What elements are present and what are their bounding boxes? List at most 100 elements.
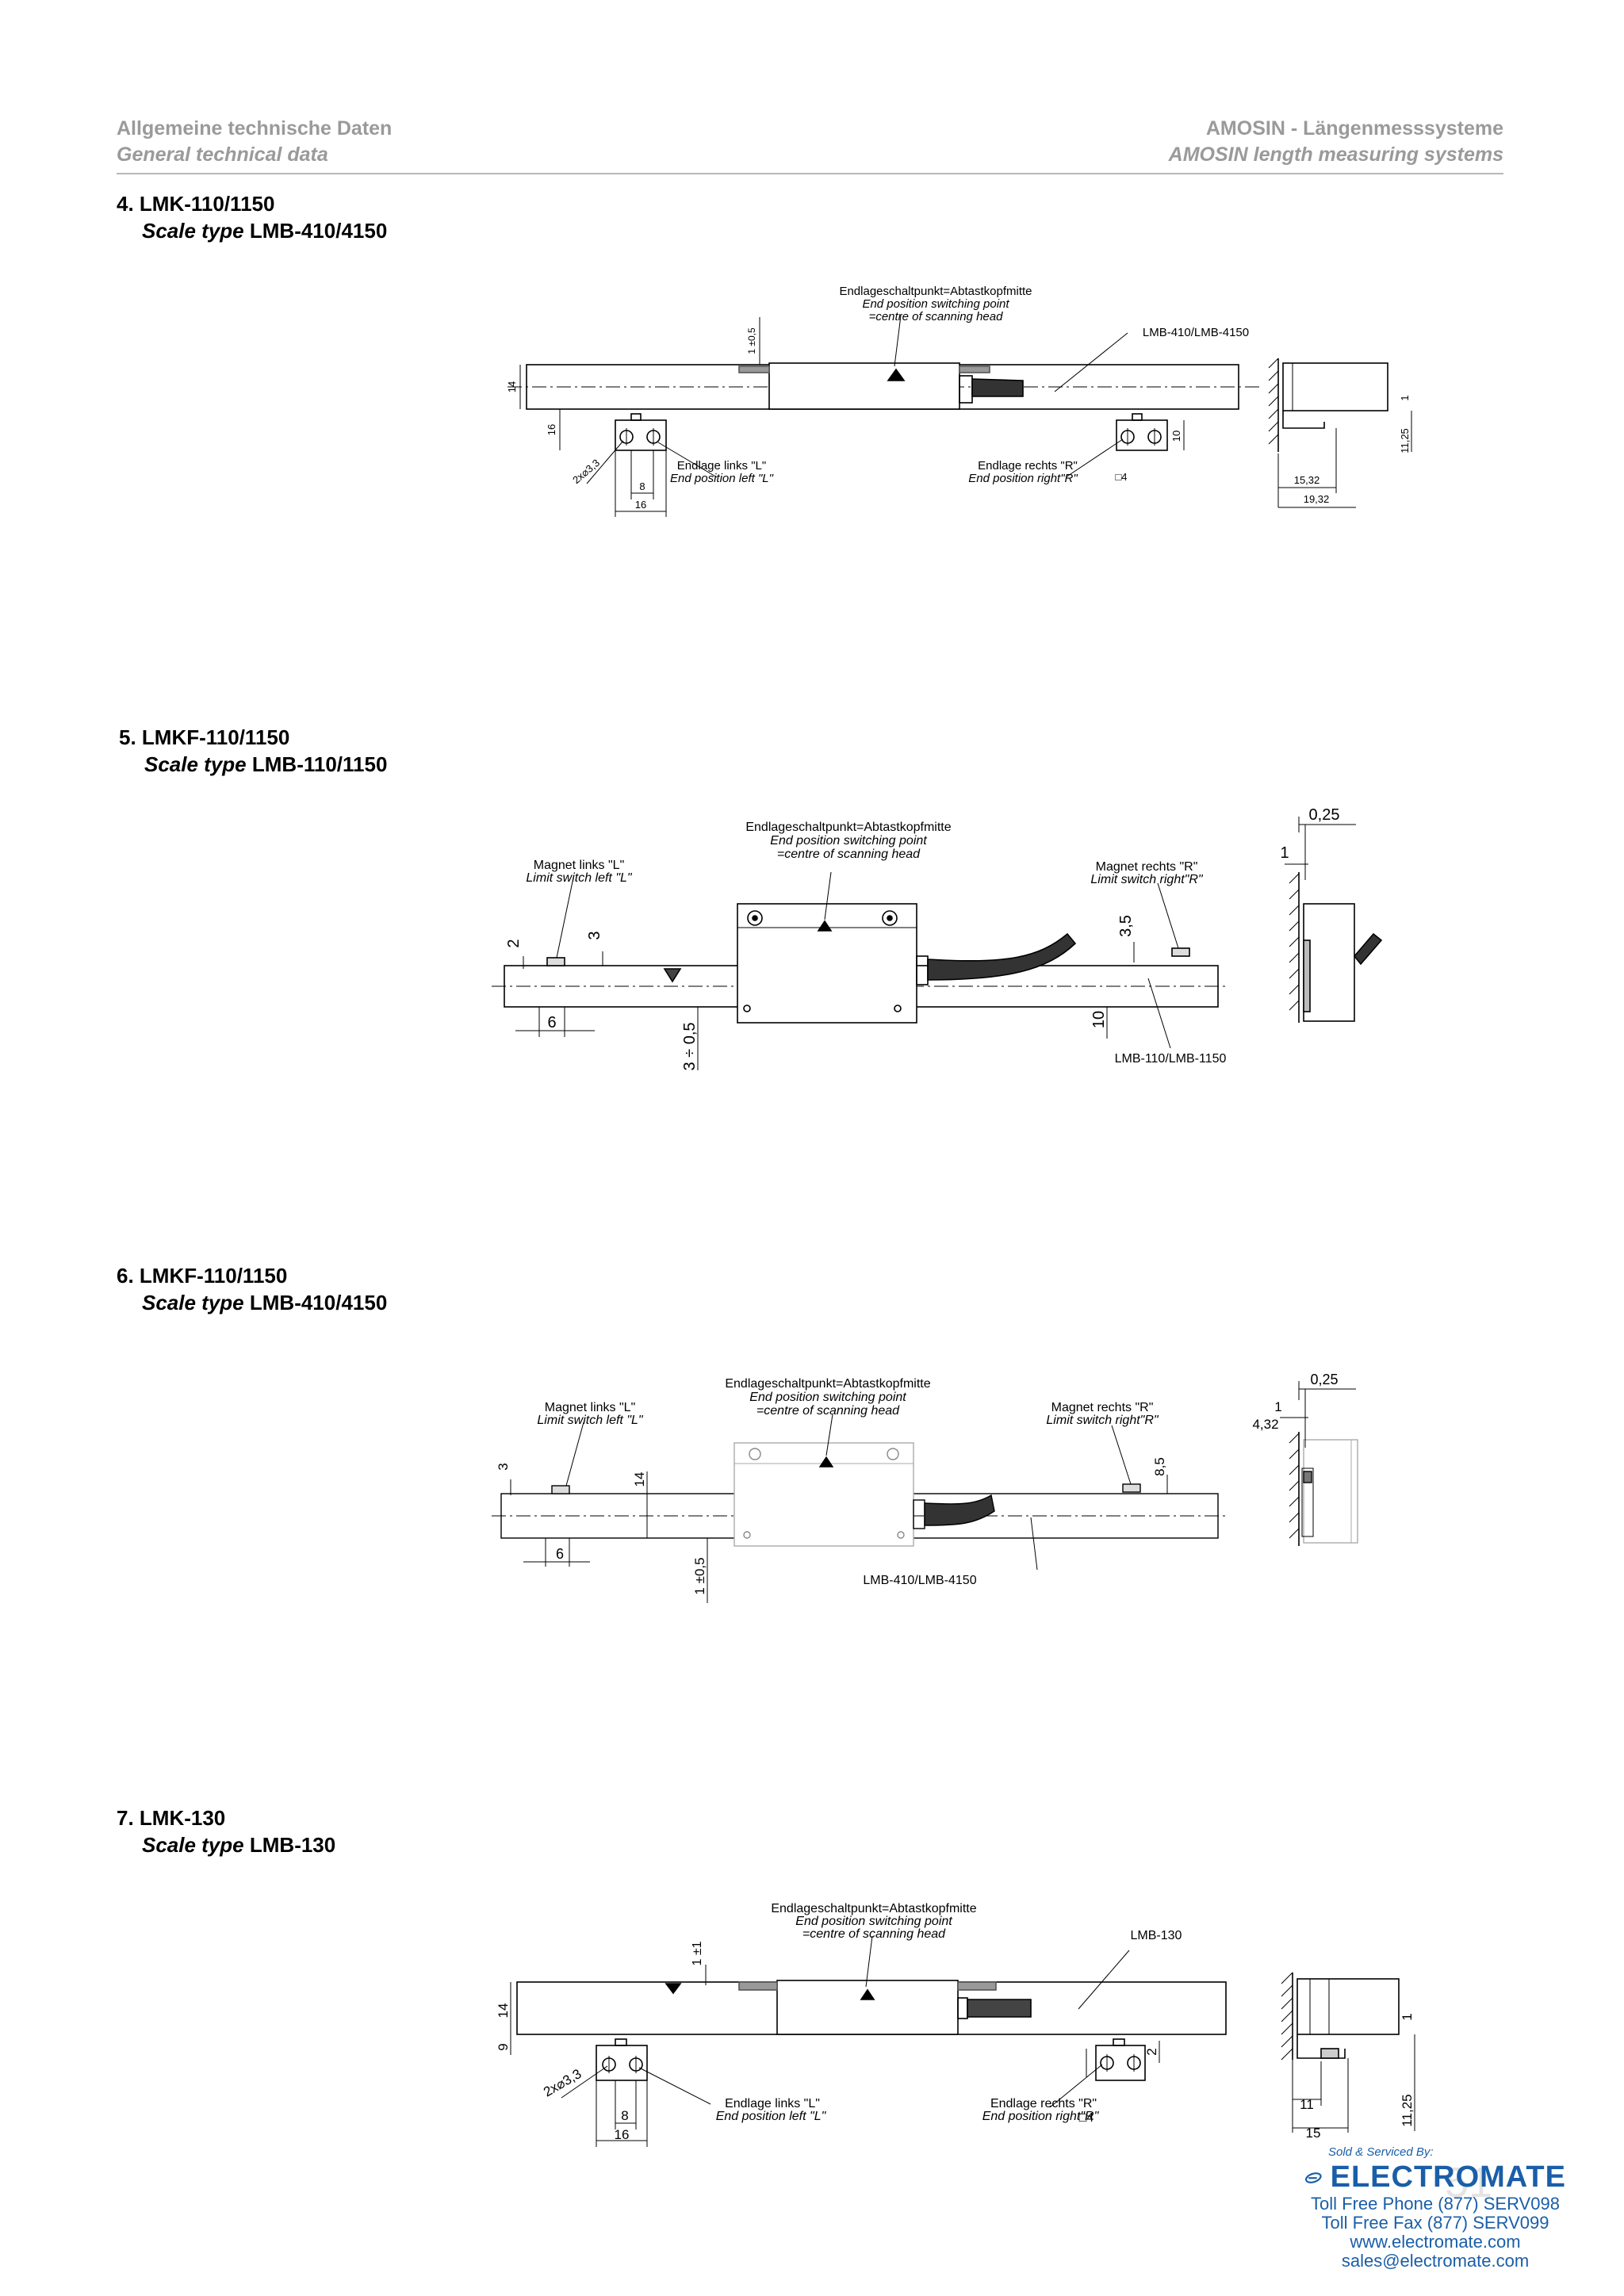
- distributor-block: Sold & Serviced By: ELECTROMATE Toll Fre…: [1304, 2145, 1566, 2271]
- dim-1: 1: [1280, 844, 1289, 862]
- dim-0-25: 0,25: [1309, 806, 1340, 824]
- sold-by-label: Sold & Serviced By:: [1328, 2145, 1434, 2159]
- mag-left-en: Limit switch left "L": [526, 871, 632, 885]
- header-right: AMOSIN - Längenmesssysteme AMOSIN length…: [1169, 116, 1503, 168]
- mag-right-en: Limit switch right"R": [1090, 873, 1203, 886]
- callout-en2: =centre of scanning head: [756, 1404, 900, 1418]
- dim-11-25: 11,25: [1400, 2094, 1415, 2126]
- dim-1-tol: 1 ±0,5: [692, 1557, 707, 1594]
- square-dim: □4: [1079, 2111, 1094, 2125]
- right-bracket: [1116, 419, 1168, 451]
- mag-left-de: Magnet links "L": [534, 859, 625, 872]
- callout-de: Endlageschaltpunkt=Abtastkopfmitte: [745, 821, 951, 834]
- left-bracket: [615, 419, 667, 451]
- header-left: Allgemeine technische Daten General tech…: [117, 116, 392, 168]
- section-scale-line: Scale type LMB-130: [117, 1831, 335, 1858]
- left-bracket: [596, 2045, 648, 2081]
- end-right-de: Endlage rechts "R": [990, 2097, 1097, 2110]
- section-title: 5. LMKF-110/1150: [119, 725, 290, 749]
- dim-11-25: 11,25: [1399, 428, 1411, 453]
- section-scale-line: Scale type LMB-110/1150: [119, 751, 387, 778]
- dim-6: 6: [547, 1014, 556, 1031]
- end-right-en: End position right"R": [982, 2110, 1100, 2123]
- distributor-brand: ELECTROMATE: [1304, 2160, 1566, 2195]
- dim-2: 2: [505, 939, 523, 947]
- scale-type-label: Scale type: [142, 219, 244, 243]
- scale-type-label: Scale type: [144, 752, 247, 776]
- right-bracket: [1095, 2045, 1146, 2081]
- section-4-heading: 4. LMK-110/1150 Scale type LMB-410/4150: [117, 190, 387, 244]
- scale-type-label: Scale type: [142, 1833, 244, 1857]
- scale-label: LMB-130: [1131, 1929, 1182, 1942]
- section-scale-line: Scale type LMB-410/4150: [117, 217, 387, 244]
- drawing-section-5: Endlageschaltpunkt=Abtastkopfmitte End p…: [492, 806, 1383, 1071]
- dim-11: 11: [1300, 2097, 1314, 2112]
- header-left-de: Allgemeine technische Daten: [117, 117, 393, 140]
- dim-1: 1: [1274, 1399, 1281, 1414]
- header-right-en: AMOSIN length measuring systems: [1168, 144, 1503, 166]
- dim-3-tol: 3 ÷ 0,5: [681, 1022, 699, 1070]
- electromate-logo-icon: [1304, 2172, 1322, 2183]
- drawing-section-4: Endlageschaltpunkt=Abtastkopfmitte End p…: [506, 285, 1412, 517]
- section-5-heading: 5. LMKF-110/1150 Scale type LMB-110/1150: [119, 724, 387, 778]
- dim-3: 3: [586, 931, 603, 939]
- square-dim: □4: [1115, 471, 1127, 483]
- mag-right-de: Magnet rechts "R": [1096, 860, 1198, 874]
- dim-14: 14: [496, 2003, 511, 2019]
- toll-free-phone: Toll Free Phone (877) SERV098: [1311, 2194, 1560, 2214]
- mag-left-en: Limit switch left "L": [537, 1414, 643, 1427]
- header-right-de: AMOSIN - Längenmesssysteme: [1205, 117, 1503, 140]
- side-view-head: [1282, 362, 1388, 411]
- callout-de: Endlageschaltpunkt=Abtastkopfmitte: [839, 285, 1032, 298]
- callout-en2: =centre of scanning head: [869, 310, 1004, 323]
- dim-14: 14: [632, 1472, 647, 1487]
- end-left-de: Endlage links "L": [725, 2097, 820, 2110]
- dim-15: 15: [1306, 2126, 1321, 2141]
- section-6-heading: 6. LMKF-110/1150 Scale type LMB-410/4150: [117, 1262, 387, 1316]
- callout-en2: =centre of scanning head: [802, 1927, 946, 1941]
- dim-2: 2: [1144, 2048, 1159, 2055]
- scale-model: LMB-110/1150: [251, 752, 388, 776]
- callout-de: Endlageschaltpunkt=Abtastkopfmitte: [771, 1902, 976, 1915]
- scale-label: LMB-110/LMB-1150: [1115, 1052, 1227, 1066]
- dim-6: 6: [556, 1546, 564, 1562]
- end-left-en: End position left "L": [716, 2110, 827, 2123]
- scale-model: LMB-410/4150: [249, 1291, 388, 1314]
- dim-10: 10: [1090, 1011, 1108, 1028]
- dim-8-5: 8,5: [1152, 1457, 1167, 1476]
- side-view-head: [1297, 1978, 1400, 2035]
- dim-16: 16: [615, 2127, 630, 2142]
- callout-en1: End position switching point: [749, 1391, 906, 1404]
- scanning-head: [776, 1980, 959, 2035]
- dim-19-32: 19,32: [1304, 493, 1330, 505]
- dim-8: 8: [621, 2108, 628, 2123]
- dim-9: 9: [496, 2043, 511, 2050]
- header-divider: [117, 173, 1503, 174]
- dim-3: 3: [496, 1463, 511, 1470]
- mag-left-de: Magnet links "L": [545, 1401, 636, 1414]
- side-view-head: [1303, 1439, 1358, 1544]
- header-left-en: General technical data: [117, 144, 328, 166]
- scale-label: LMB-410/LMB-4150: [1143, 326, 1249, 339]
- dim-0-25: 0,25: [1310, 1372, 1338, 1387]
- callout-en1: End position switching point: [770, 834, 927, 848]
- email-link[interactable]: sales@electromate.com: [1341, 2251, 1530, 2271]
- callout-en1: End position switching point: [862, 297, 1009, 311]
- dim-1-tol: 1 ±1: [691, 1941, 704, 1965]
- callout-de: Endlageschaltpunkt=Abtastkopfmitte: [725, 1377, 930, 1391]
- dim-16: 16: [635, 499, 646, 511]
- brand-name: ELECTROMATE: [1330, 2160, 1566, 2194]
- section-title: 6. LMKF-110/1150: [117, 1264, 288, 1288]
- scale-model: LMB-410/4150: [249, 219, 388, 243]
- page-number: 51: [1445, 2159, 1493, 2206]
- dim-1-tol: 1 ±0,5: [746, 327, 757, 354]
- dim-1: 1: [1400, 2013, 1415, 2020]
- dim-16-v: 16: [546, 424, 557, 435]
- scale-label: LMB-410/LMB-4150: [863, 1574, 976, 1587]
- dim-14: 14: [506, 381, 518, 392]
- side-view-head: [1303, 903, 1355, 1022]
- scanning-head: [733, 1442, 914, 1547]
- dim-3-5: 3,5: [1117, 915, 1135, 937]
- website-link[interactable]: www.electromate.com: [1350, 2232, 1521, 2252]
- callout-en2: =centre of scanning head: [777, 848, 921, 861]
